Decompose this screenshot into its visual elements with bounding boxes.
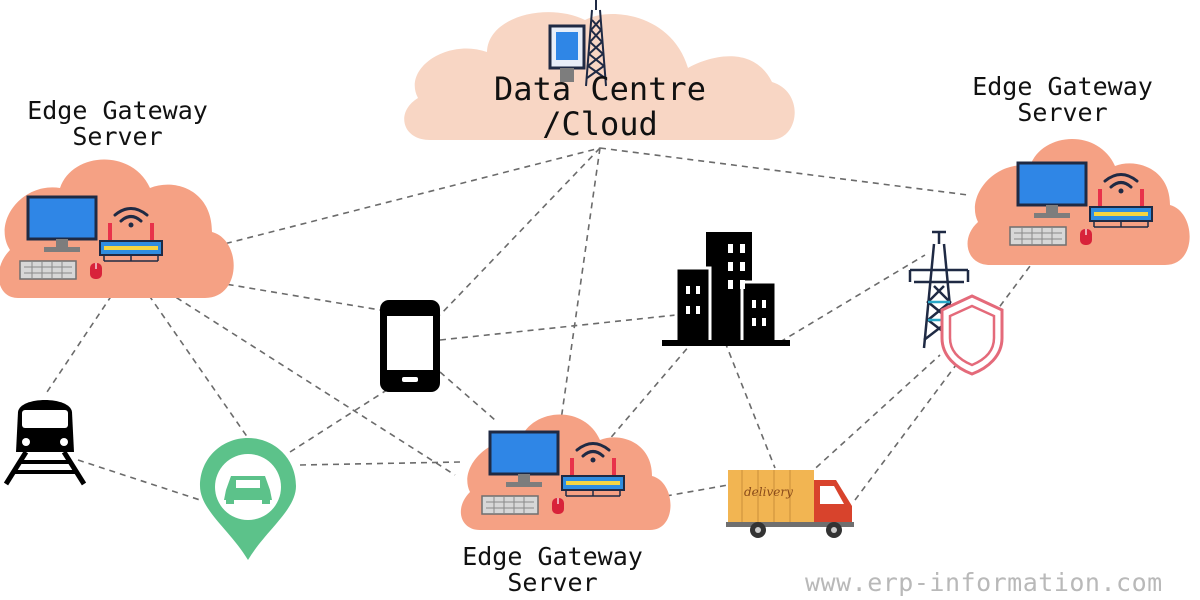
- edge-gateway-bottom-label-line1: Edge Gateway: [462, 542, 643, 571]
- transmission-tower-icon: [585, 0, 607, 87]
- car-location-pin-icon: [200, 438, 296, 560]
- shield-icon: [940, 294, 1004, 376]
- mobile-phone-icon: [380, 300, 440, 392]
- edge-gateway-left: [0, 159, 234, 298]
- data-centre-label-line1: Data Centre: [494, 70, 706, 108]
- edge-gateway-bottom-label-line2: Server: [507, 568, 598, 598]
- edge-gateway-left-label-line1: Edge Gateway: [27, 96, 208, 125]
- train-icon: [3, 400, 87, 486]
- truck-label: delivery: [744, 485, 793, 499]
- server-monitor-icon: [548, 24, 586, 82]
- edge-gateway-right-label-line2: Server: [1017, 98, 1108, 128]
- edge-gateway-right-label: Edge Gateway Server: [950, 72, 1175, 128]
- data-centre-label-line2: /Cloud: [542, 105, 658, 144]
- connector-lines: [44, 147, 1049, 501]
- edge-gateway-left-label: Edge Gateway Server: [5, 96, 230, 152]
- edge-gateway-left-label-line2: Server: [72, 122, 163, 152]
- office-building-icon: [662, 232, 790, 346]
- watermark: www.erp-information.com: [805, 568, 1163, 597]
- edge-gateway-bottom-label: Edge Gateway Server: [440, 542, 665, 598]
- cloud-shape: [404, 12, 795, 141]
- delivery-truck-icon: delivery: [726, 470, 854, 538]
- edge-gateway-bottom: [460, 414, 671, 530]
- edge-gateway-right-label-line1: Edge Gateway: [972, 72, 1153, 101]
- data-centre-label: Data Centre /Cloud: [470, 70, 730, 144]
- data-centre-cloud: [404, 0, 795, 141]
- edge-gateway-right: [967, 138, 1190, 265]
